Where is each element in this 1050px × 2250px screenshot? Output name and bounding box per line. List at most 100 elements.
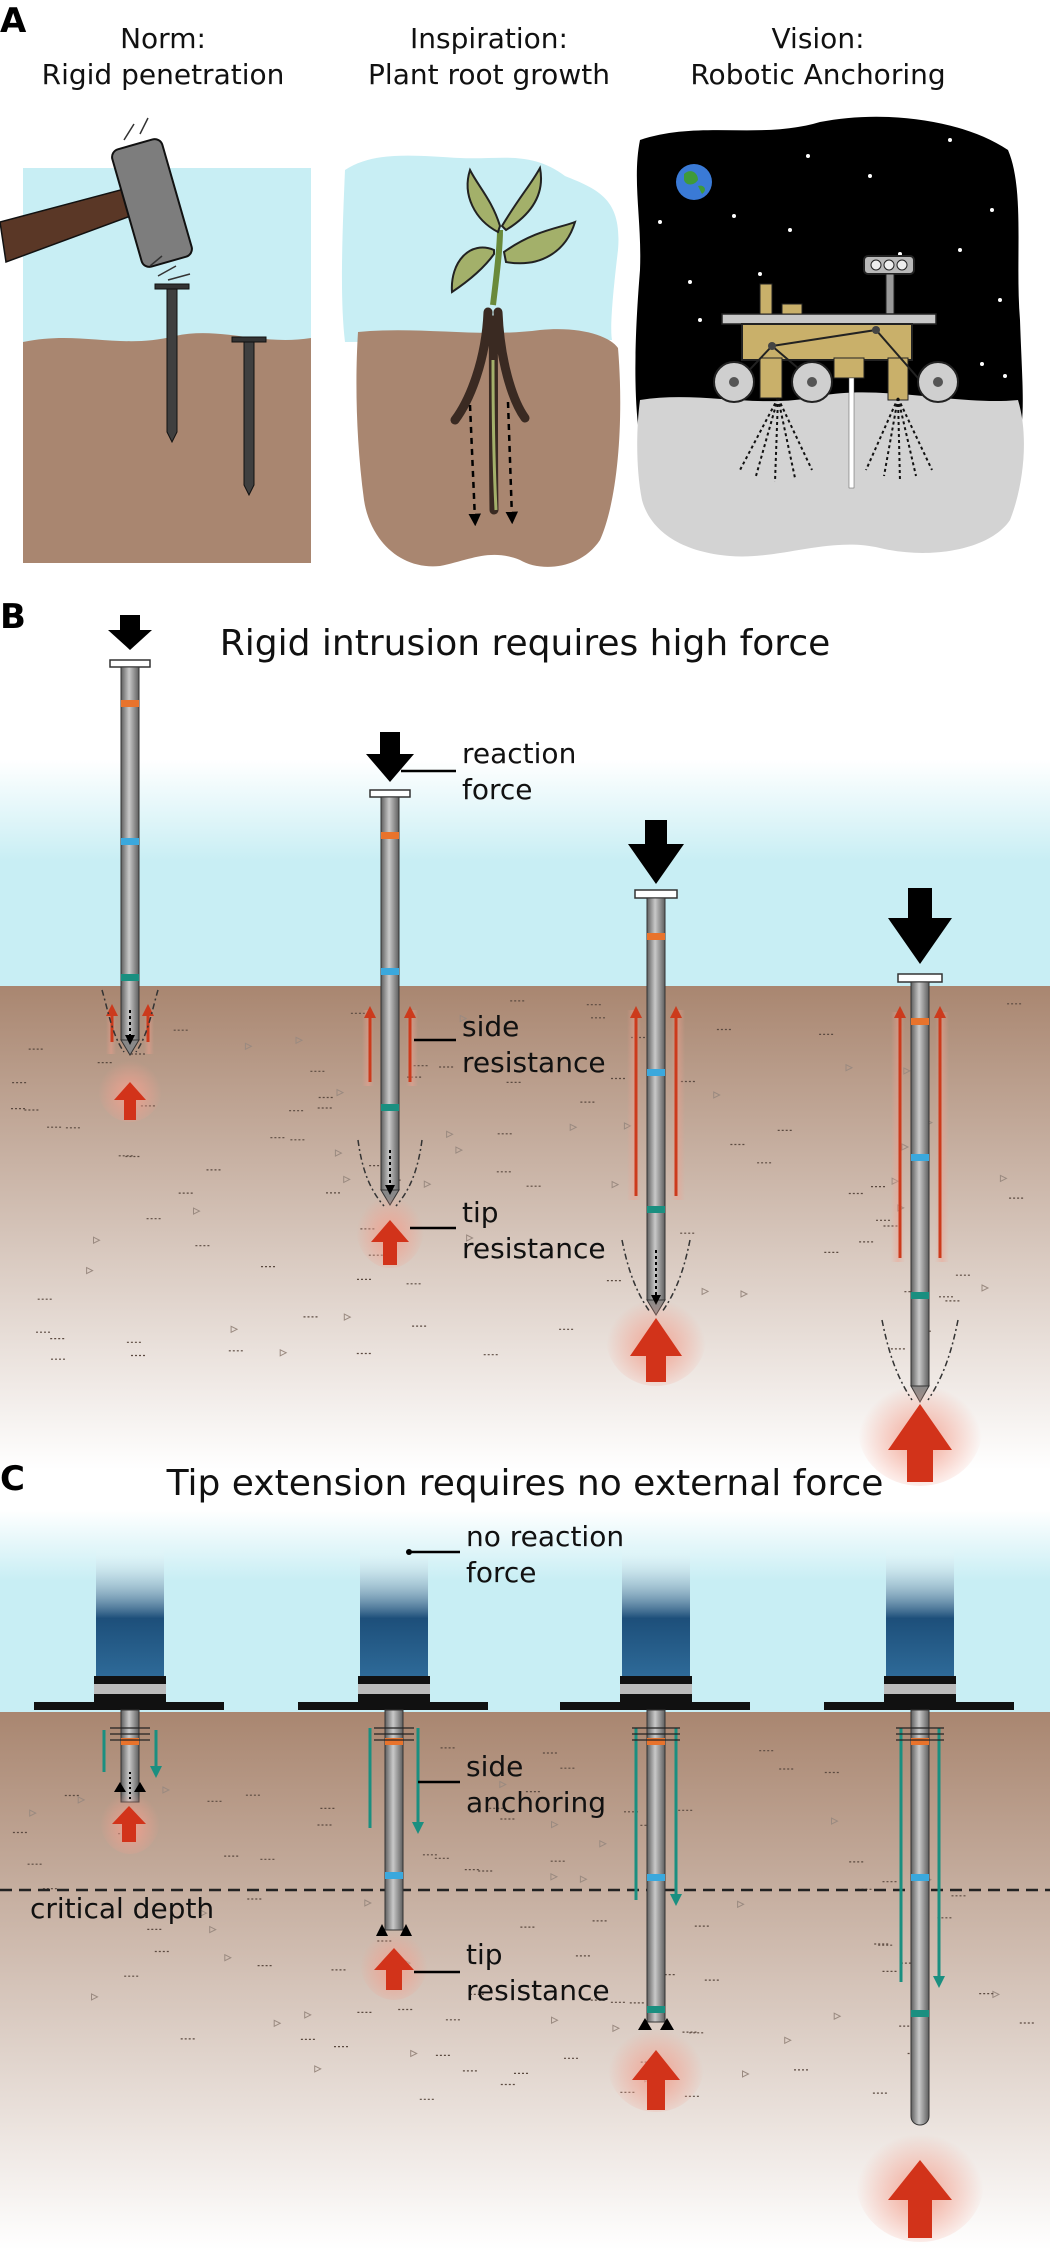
panel-c-letter: C <box>0 1459 25 1499</box>
mallet-head <box>111 138 193 268</box>
motor-housing-3 <box>622 1548 690 1676</box>
label-side-anchoring-line2: anchoring <box>466 1786 606 1819</box>
growing-robot-1 <box>34 1548 224 1854</box>
soil-pebble <box>209 1925 217 1934</box>
leaf-left-upper <box>466 167 502 234</box>
soil-pebble <box>199 1909 208 1917</box>
soil-pebble <box>314 2065 322 2073</box>
label-side-resistance-line1: side <box>462 1010 519 1043</box>
norm-soil <box>23 333 311 563</box>
soil-pebble <box>999 1174 1008 1183</box>
force-arrow-4 <box>888 888 952 964</box>
soil-pebble <box>459 1014 468 1023</box>
label-tip-resistance-line1: tip <box>462 1196 499 1229</box>
soil-pebble <box>279 1348 288 1357</box>
soil-pebble <box>569 1123 578 1132</box>
label-tip-resistance-c-line1: tip <box>466 1938 503 1971</box>
soil-pebble <box>550 1872 559 1881</box>
base-plate-3 <box>560 1702 750 1710</box>
label-no-reaction-force-line1: no reaction <box>466 1520 624 1553</box>
growing-robot-4 <box>824 1548 1014 2242</box>
root-growth-arrow-left <box>468 404 481 527</box>
motor-housing-1 <box>96 1548 164 1676</box>
tip-arrow-1 <box>114 1082 146 1120</box>
stars <box>658 138 1007 378</box>
label-side-resistance-line2: resistance <box>462 1046 606 1079</box>
soil-pebble <box>334 1149 343 1157</box>
soil-pebble <box>784 2036 792 2045</box>
rover-illustration <box>635 116 1024 557</box>
rigid-rod-2 <box>356 732 424 1268</box>
nail-standing <box>231 336 267 497</box>
soil-pebble <box>304 2011 312 2019</box>
panel-b-labels: reaction force side resistance tip resis… <box>401 737 606 1265</box>
leaf-right-lower <box>502 220 577 265</box>
soil-pebble <box>446 1130 454 1139</box>
soil-pebble <box>833 2012 842 2021</box>
base-plate-1 <box>34 1702 224 1710</box>
anchor-roots <box>739 397 933 483</box>
soil-pebble <box>466 1234 474 1242</box>
soil-pebble <box>230 1325 239 1334</box>
rover-body <box>713 255 959 489</box>
caption-inspiration-line2: Plant root growth <box>368 58 610 91</box>
motor-housing-4 <box>886 1548 954 1676</box>
tip-arrow-3 <box>630 1318 682 1382</box>
norm-illustration <box>0 117 311 563</box>
soil-pebble <box>579 1875 588 1884</box>
caption-norm-line1: Norm: <box>120 22 206 55</box>
caption-inspiration-line1: Inspiration: <box>410 22 568 55</box>
soil-pebble <box>551 1820 559 1829</box>
rover-probe <box>848 377 855 489</box>
rigid-rod-4 <box>858 888 982 1486</box>
soil-pebble <box>162 1786 171 1794</box>
leaf-left-lower <box>450 246 495 294</box>
plant-stem <box>490 229 503 306</box>
caption-vision-line2: Robotic Anchoring <box>690 58 945 91</box>
soil-pebble <box>612 2024 621 2033</box>
soil-pebble <box>423 1180 432 1189</box>
label-no-reaction-force-line2: force <box>466 1556 537 1589</box>
soil-pebble <box>845 1063 854 1072</box>
soil-pebble <box>599 1839 607 1848</box>
label-reaction-force-line2: force <box>462 773 533 806</box>
force-arrow-1 <box>108 615 152 650</box>
regolith <box>637 392 1024 557</box>
rigid-rod-3 <box>606 820 706 1386</box>
soil-pebble <box>981 1284 990 1292</box>
soil-pebble <box>455 1146 464 1154</box>
soil-pebble <box>86 1266 94 1275</box>
motor-housing-2 <box>360 1548 428 1676</box>
panel-c-sky <box>0 1510 1050 1712</box>
panel-b-letter: B <box>0 597 26 637</box>
soil-pebble <box>224 1953 232 1962</box>
label-critical-depth: critical depth <box>30 1892 214 1925</box>
soil-pebble <box>611 1180 620 1189</box>
rigid-rod-1 <box>98 615 162 1122</box>
soil-pebble <box>831 1817 839 1825</box>
mallet <box>0 117 193 281</box>
panel-c-labels: no reaction force side anchoring critica… <box>30 1520 624 2007</box>
soil-pebble <box>551 2016 559 2025</box>
caption-norm-line2: Rigid penetration <box>42 58 285 91</box>
soil-pebble <box>701 1287 710 1296</box>
growing-robot-3 <box>560 1548 750 2112</box>
soil-pebble <box>364 1899 372 1907</box>
soil-pebble <box>499 1780 507 1789</box>
plant-illustration <box>341 155 621 567</box>
panel-c-title: Tip extension requires no external force <box>166 1463 884 1504</box>
label-tip-resistance-line2: resistance <box>462 1232 606 1265</box>
panel-b-soil <box>0 986 1050 1470</box>
growing-robot-2 <box>298 1548 488 2000</box>
panel-b-title: Rigid intrusion requires high force <box>220 623 831 664</box>
tip-arrow-2 <box>371 1220 409 1265</box>
label-side-anchoring-line1: side <box>466 1750 523 1783</box>
panel-a-letter: A <box>0 1 27 41</box>
soil-pebble <box>742 2070 750 2078</box>
soil-pebble <box>740 1290 749 1298</box>
soil-pebble <box>737 1900 745 1909</box>
base-plate-4 <box>824 1702 1014 1710</box>
tip-arrow-4 <box>888 1404 952 1482</box>
soil-pebble <box>93 1236 101 1245</box>
force-arrow-3 <box>628 820 684 884</box>
